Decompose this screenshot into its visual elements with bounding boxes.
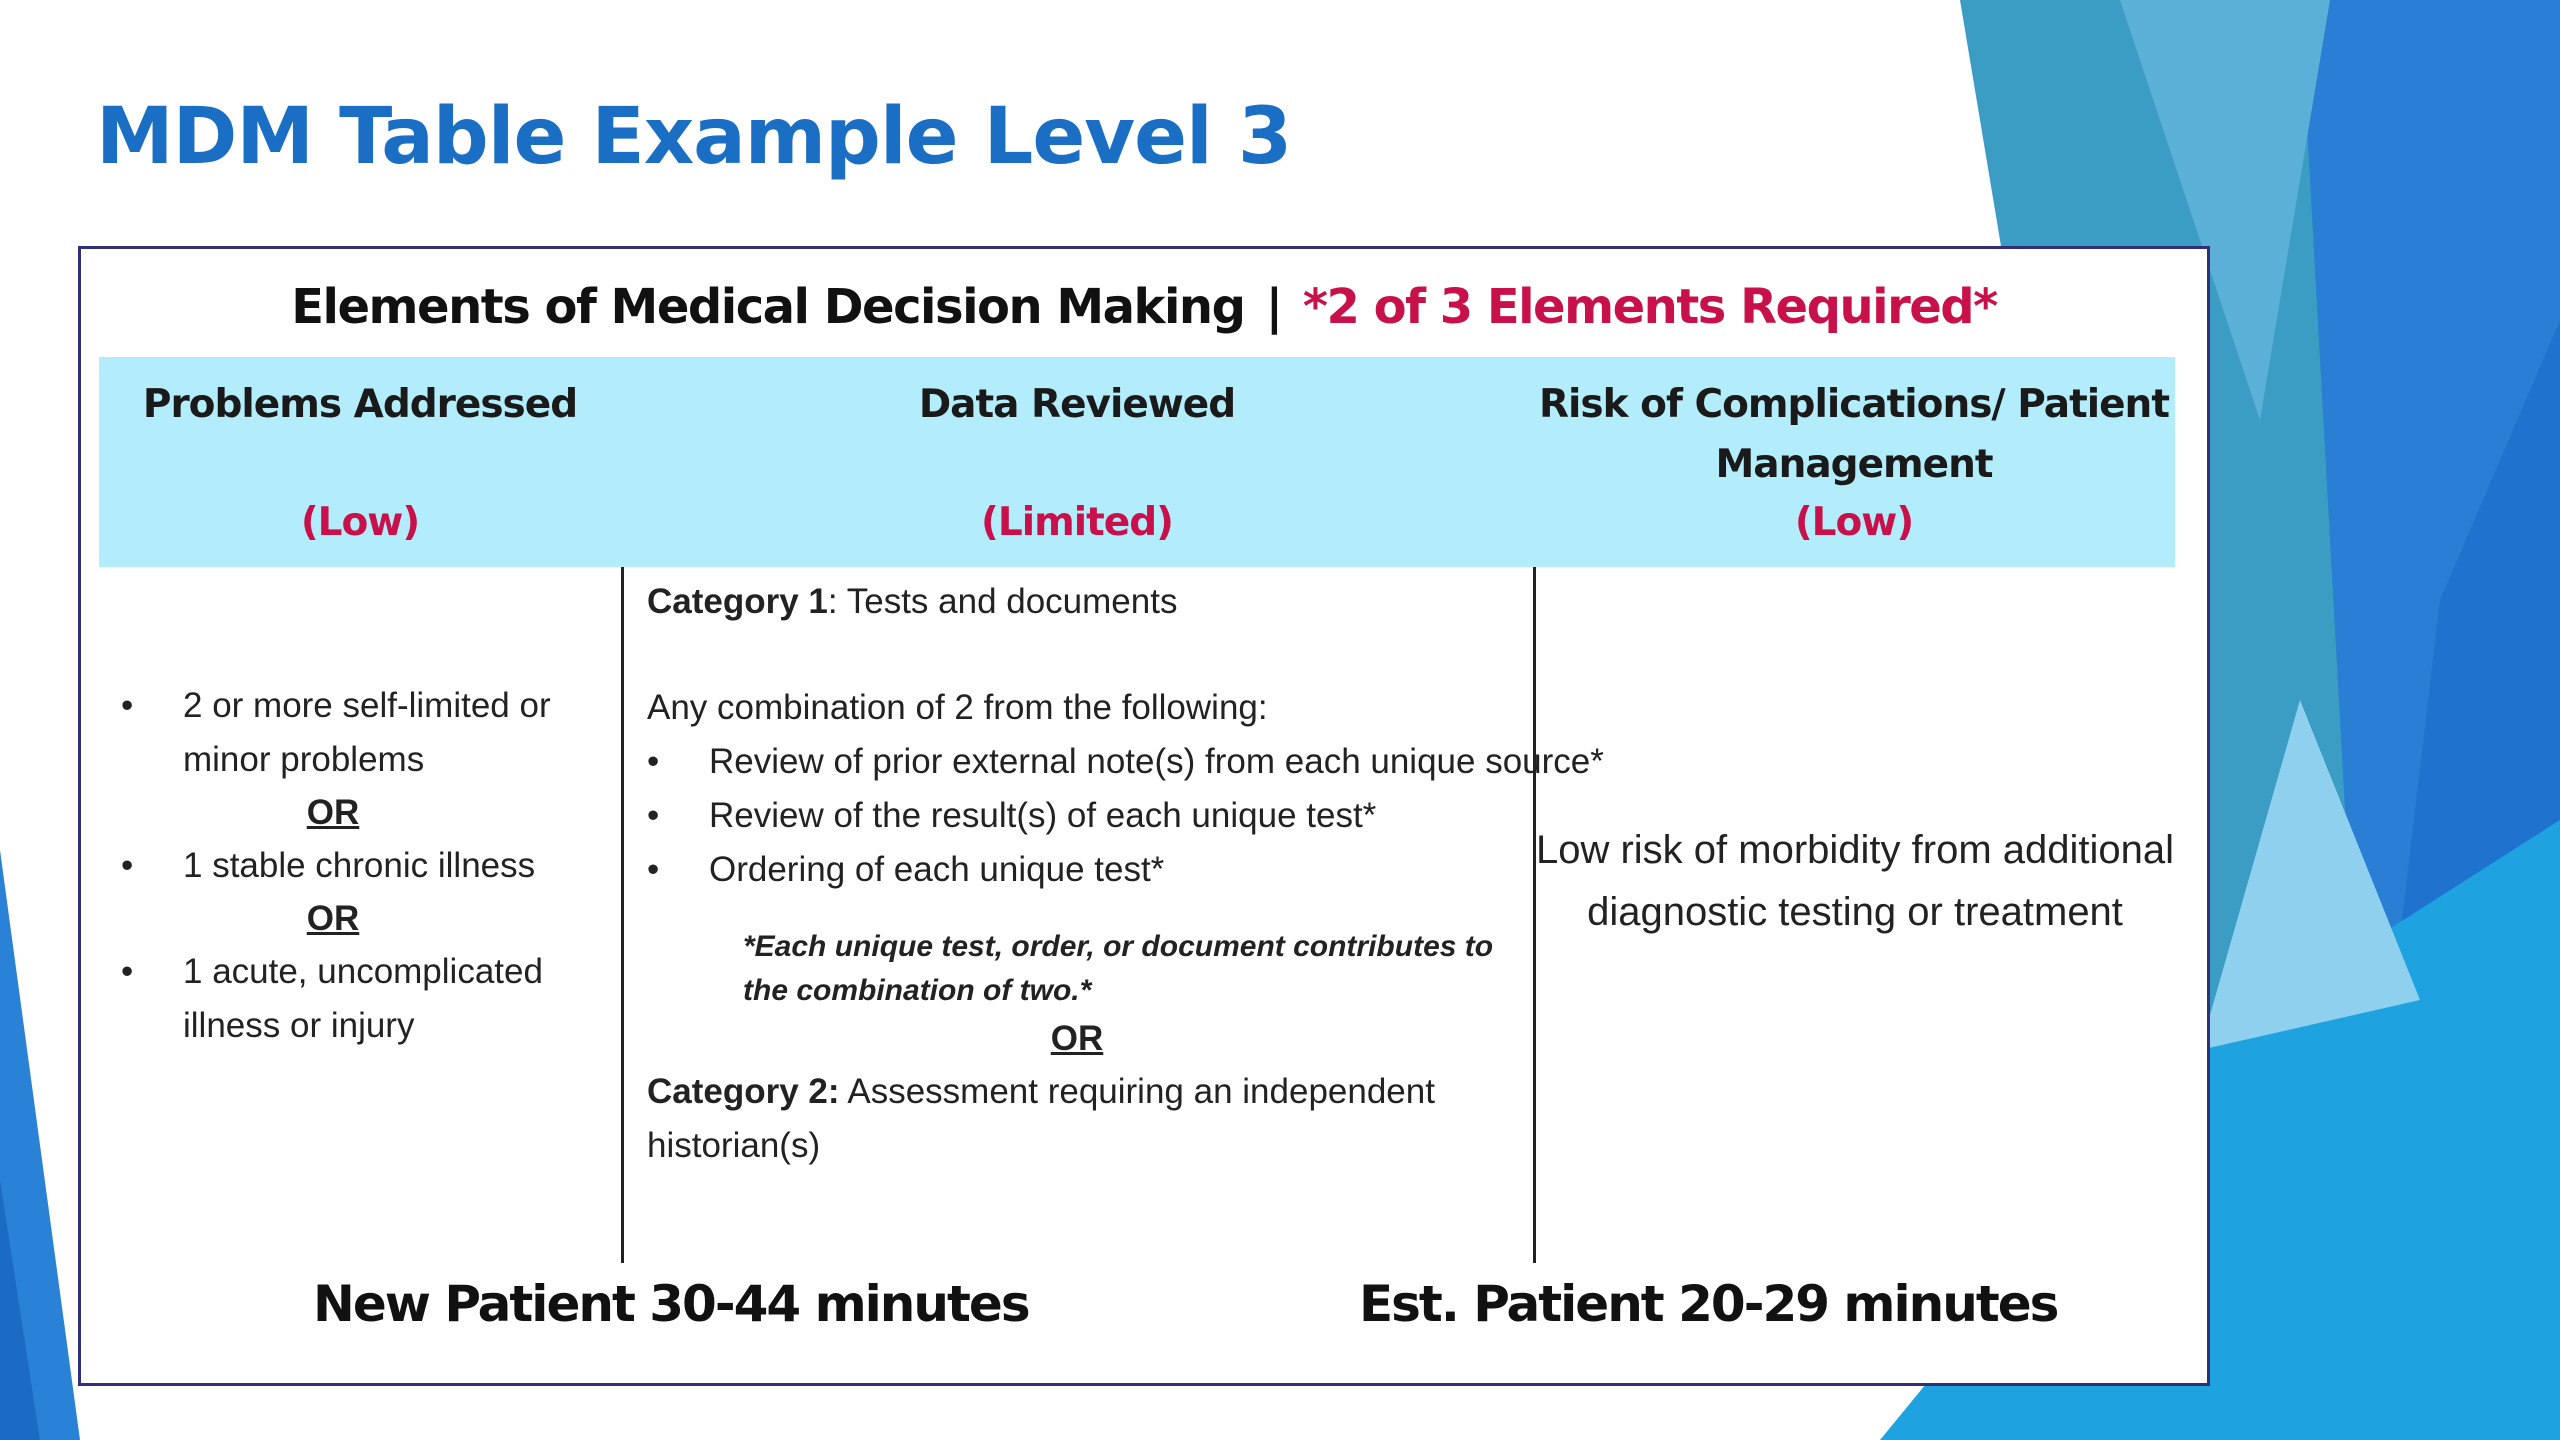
category-2-label: Category 2: [647,1072,840,1111]
column-header-problems: Problems Addressed (Low) [99,357,621,567]
column-header-data: Data Reviewed (Limited) [621,357,1533,567]
list-item: 2 or more self-limited or minor problems [121,679,641,787]
list-item: 1 stable chronic illness [121,839,641,893]
column-header-risk: Risk of Complications/ Patient Managemen… [1533,357,2175,567]
or-separator: OR [1050,1019,1104,1058]
column-title: Risk of Complications/ Patient Managemen… [1539,382,2170,487]
slide-title: MDM Table Example Level 3 [96,92,1292,182]
column-divider [1533,567,1536,1263]
column-header-band: Problems Addressed (Low) Data Reviewed (… [99,357,2175,567]
heading-separator: | [1265,279,1284,335]
table-heading-text: Elements of Medical Decision Making [291,279,1246,335]
problems-cell: 2 or more self-limited or minor problems… [121,679,641,1053]
new-patient-time: New Patient 30-44 minutes [313,1275,1031,1333]
column-level: (Limited) [981,500,1174,545]
requirement-text: *2 of 3 Elements Required* [1302,279,1998,335]
data-cell: Category 1: Tests and documents Any comb… [647,575,1607,1173]
category-1-text: : Tests and documents [827,582,1178,621]
column-title: Problems Addressed [142,382,578,427]
category-1-label: Category 1 [647,582,828,621]
mdm-table: Elements of Medical Decision Making | *2… [78,246,2210,1386]
list-item: Review of the result(s) of each unique t… [647,789,1607,843]
combination-note: *Each unique test, order, or document co… [743,930,1494,1007]
category-2-text: Assessment requiring an independent hist… [647,1072,1435,1165]
or-separator: OR [306,899,360,938]
combination-intro: Any combination of 2 from the following: [647,688,1268,727]
risk-cell: Low risk of morbidity from additional di… [1535,828,2175,934]
column-level: (Low) [300,500,420,545]
list-item: Review of prior external note(s) from ea… [647,735,1607,789]
list-item: Ordering of each unique test* [647,843,1607,897]
column-title: Data Reviewed [918,382,1236,427]
column-level: (Low) [1794,500,1914,545]
category-2: Category 2: Assessment requiring an inde… [647,1065,1607,1173]
table-heading: Elements of Medical Decision Making | *2… [81,279,2207,335]
list-item: 1 acute, uncomplicated illness or injury [121,945,641,1053]
est-patient-time: Est. Patient 20-29 minutes [1359,1275,2059,1333]
category-1: Category 1: Tests and documents [647,575,1607,629]
or-separator: OR [306,793,360,832]
column-divider [621,567,624,1263]
